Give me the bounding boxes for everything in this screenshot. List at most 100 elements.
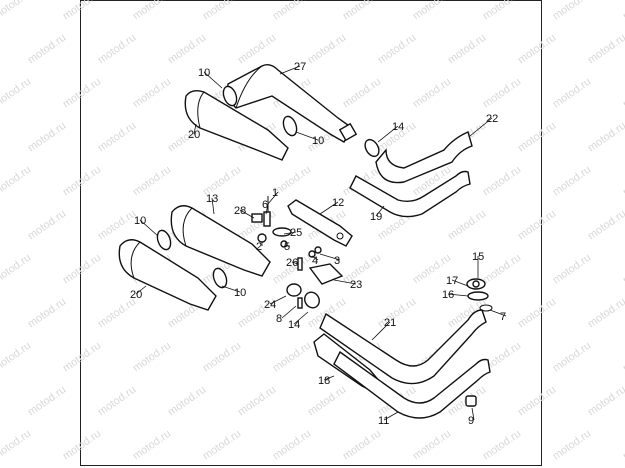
watermark-text: motod.ru (131, 0, 173, 22)
callout-8: 8 (276, 313, 282, 325)
watermark-text: motod.ru (96, 32, 138, 67)
watermark-text: motod.ru (61, 0, 103, 22)
watermark-text: motod.ru (411, 76, 453, 111)
callout-14: 14 (288, 319, 300, 331)
watermark-text: motod.ru (446, 208, 488, 243)
watermark-text: motod.ru (26, 32, 68, 67)
callout-3: 3 (334, 255, 340, 267)
callout-leader (291, 261, 299, 265)
watermark-text: motod.ru (516, 32, 558, 67)
callout-10: 10 (134, 215, 146, 227)
watermark-text: motod.ru (621, 164, 625, 199)
watermark-text: motod.ru (0, 0, 33, 22)
header-pipe-19 (349, 170, 471, 218)
callout-6: 6 (262, 199, 268, 211)
watermark-text: motod.ru (621, 0, 625, 22)
watermark-text: motod.ru (411, 428, 453, 463)
watermark-text: motod.ru (96, 208, 138, 243)
watermark-text: motod.ru (26, 208, 68, 243)
header-pipe-22 (375, 131, 473, 184)
watermark-text: motod.ru (236, 32, 278, 67)
part-9 (465, 395, 477, 407)
watermark-text: motod.ru (551, 76, 593, 111)
watermark-text: motod.ru (166, 32, 208, 67)
watermark-text: motod.ru (481, 428, 523, 463)
watermark-text: motod.ru (551, 428, 593, 463)
callout-9: 9 (468, 415, 474, 427)
clamp-14-upper (364, 138, 380, 158)
watermark-text: motod.ru (0, 428, 33, 463)
watermark-text: motod.ru (306, 32, 348, 67)
callout-leader (135, 285, 147, 295)
watermark-text: motod.ru (481, 252, 523, 287)
watermark-text: motod.ru (131, 428, 173, 463)
header-pipe-11 (333, 350, 491, 419)
watermark-text: motod.ru (271, 428, 313, 463)
watermark-text: motod.ru (61, 76, 103, 111)
watermark-text: motod.ru (516, 208, 558, 243)
callout-18: 18 (318, 375, 330, 387)
callout-2: 2 (256, 241, 262, 253)
callout-leader (471, 407, 475, 421)
callout-leader (269, 295, 287, 305)
watermark-text: motod.ru (586, 32, 625, 67)
watermark-text: motod.ru (551, 0, 593, 22)
watermark-text: motod.ru (61, 252, 103, 287)
callout-22: 22 (486, 113, 498, 125)
callout-21: 21 (384, 317, 396, 329)
gasket-7 (479, 304, 493, 312)
watermark-text: motod.ru (586, 120, 625, 155)
watermark-text: motod.ru (96, 120, 138, 155)
watermark-text: motod.ru (26, 120, 68, 155)
clamp-10-lower-b (212, 267, 228, 289)
callout-leader (211, 197, 215, 215)
muffler-20-lower (118, 239, 217, 311)
watermark-text: motod.ru (586, 208, 625, 243)
callout-leader (221, 285, 241, 293)
callout-leader (383, 411, 399, 421)
clamp-10-upper-b (282, 115, 298, 137)
callout-leader (293, 311, 309, 325)
watermark-text: motod.ru (376, 32, 418, 67)
callout-24: 24 (264, 299, 276, 311)
bolt-8 (297, 297, 303, 309)
watermark-text: motod.ru (516, 296, 558, 331)
callout-26: 26 (286, 257, 298, 269)
callout-leader (323, 375, 335, 381)
callout-leader (451, 279, 469, 287)
callout-leader (447, 293, 469, 297)
watermark-text: motod.ru (341, 76, 383, 111)
callout-13: 13 (206, 193, 218, 205)
callout-5: 5 (284, 241, 290, 253)
watermark-text: motod.ru (0, 76, 33, 111)
callout-12: 12 (332, 197, 344, 209)
watermark-text: motod.ru (481, 0, 523, 22)
callout-leader (267, 191, 279, 205)
watermark-text: motod.ru (61, 428, 103, 463)
callout-19: 19 (370, 211, 382, 223)
watermark-text: motod.ru (201, 0, 243, 22)
upper-muffler-20 (184, 89, 289, 161)
callout-10: 10 (312, 135, 324, 147)
watermark-text: motod.ru (0, 164, 33, 199)
callout-25: 25 (290, 227, 302, 239)
callout-leader (319, 201, 339, 215)
header-pipe-21 (319, 309, 487, 385)
callout-leader (203, 71, 223, 89)
watermark-text: motod.ru (481, 76, 523, 111)
watermark-text: motod.ru (306, 384, 348, 419)
callout-leader (377, 125, 399, 143)
callout-17: 17 (446, 275, 458, 287)
watermark-text: motod.ru (621, 428, 625, 463)
watermark-text: motod.ru (0, 340, 33, 375)
watermark-text: motod.ru (26, 296, 68, 331)
callout-20: 20 (188, 129, 200, 141)
watermark-text: motod.ru (131, 164, 173, 199)
watermark-text: motod.ru (586, 296, 625, 331)
callout-leader (469, 117, 493, 137)
clamp-10-upper-a (222, 85, 238, 107)
callout-leader (333, 279, 357, 285)
watermark-text: motod.ru (0, 252, 33, 287)
